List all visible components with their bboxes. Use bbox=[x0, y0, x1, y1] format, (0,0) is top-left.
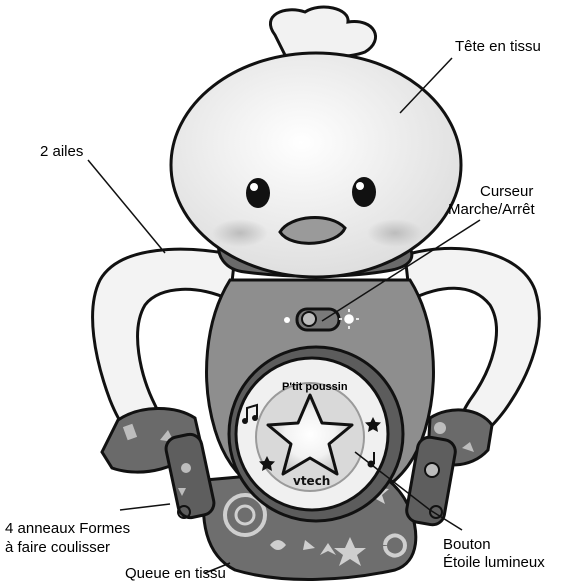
label-wings: 2 ailes bbox=[40, 143, 83, 161]
toy-name-text: P'tit poussin bbox=[282, 378, 348, 396]
fabric-head bbox=[171, 7, 461, 277]
label-rings-line2: à faire coulisser bbox=[5, 539, 110, 557]
brand-logo: vtech bbox=[293, 472, 330, 490]
label-star-line2: Étoile lumineux bbox=[443, 554, 545, 572]
label-switch-line2: Marche/Arrêt bbox=[448, 201, 535, 219]
label-rings-line1: 4 anneaux Formes bbox=[5, 520, 130, 538]
label-star-line1: Bouton bbox=[443, 536, 491, 554]
star-dial bbox=[229, 347, 403, 521]
sliding-shape-rings-left[interactable] bbox=[102, 408, 216, 519]
label-switch-line1: Curseur bbox=[480, 183, 533, 201]
label-head: Tête en tissu bbox=[455, 38, 541, 56]
label-tail: Queue en tissu bbox=[125, 565, 226, 583]
